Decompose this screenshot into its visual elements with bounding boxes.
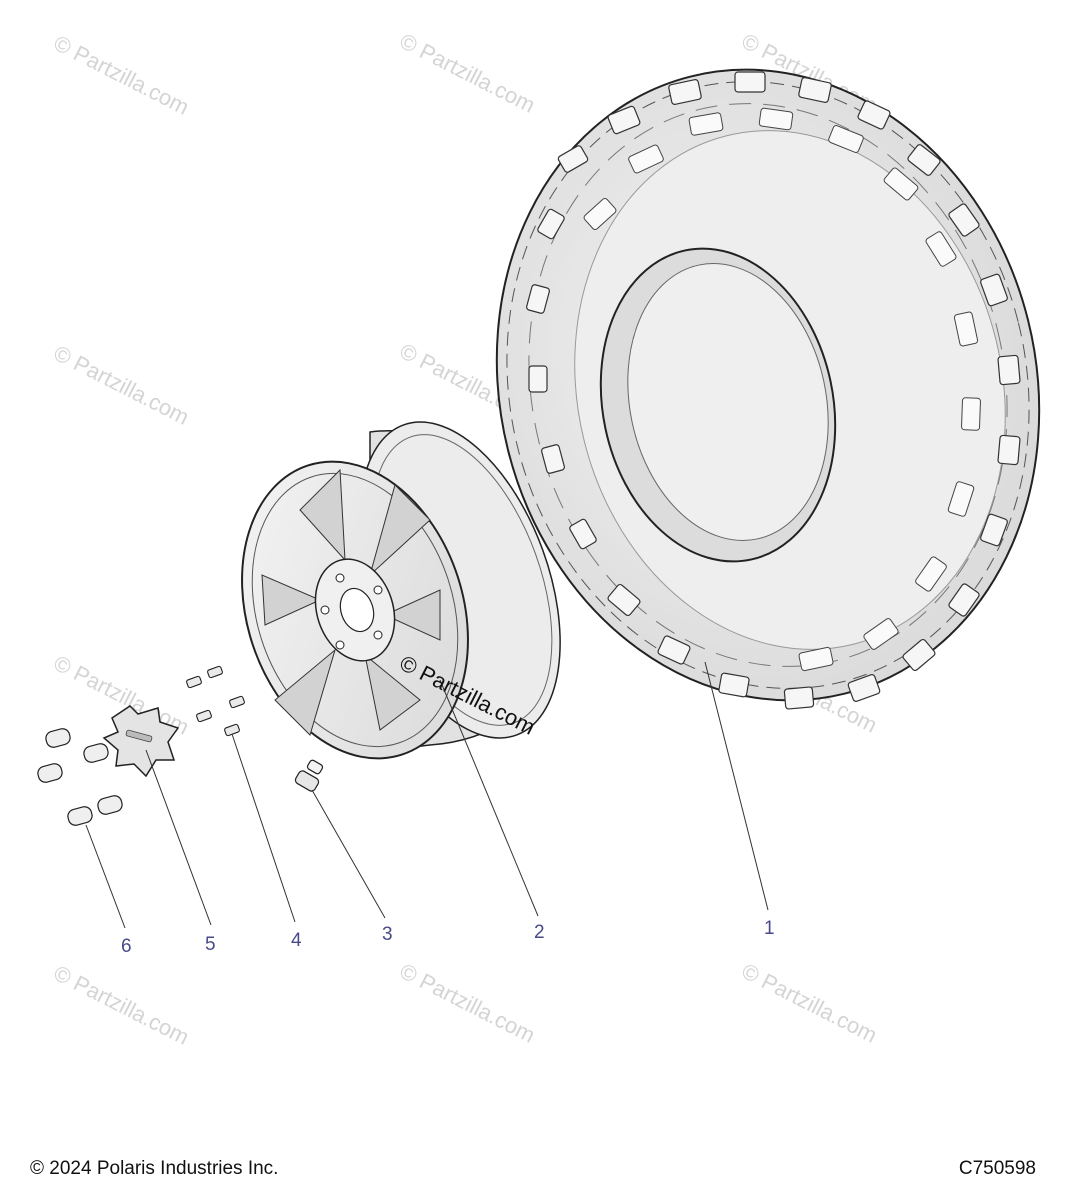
callout-5: 5 xyxy=(205,934,216,955)
diagram-code: C750598 xyxy=(958,1158,1036,1179)
watermark: © Partzilla.com xyxy=(396,958,539,1048)
watermark: © Partzilla.com xyxy=(50,340,193,430)
copyright-text: © 2024 Polaris Industries Inc. xyxy=(30,1158,279,1179)
leader-lines xyxy=(85,661,769,929)
wheel-rim xyxy=(241,421,561,760)
watermark: © Partzilla.com xyxy=(50,30,193,120)
callout-6: 6 xyxy=(121,936,132,957)
callout-3: 3 xyxy=(382,924,393,945)
callout-4: 4 xyxy=(291,930,302,951)
watermark: © Partzilla.com xyxy=(738,958,881,1048)
watermark: © Partzilla.com xyxy=(396,28,539,118)
hub-screw xyxy=(186,665,245,737)
valve-stem xyxy=(294,759,324,792)
callout-1: 1 xyxy=(764,918,775,939)
watermark: © Partzilla.com xyxy=(50,960,193,1050)
tire xyxy=(495,68,1041,710)
lug-nut xyxy=(37,728,123,826)
center-cap xyxy=(102,705,180,778)
callout-2: 2 xyxy=(534,922,545,943)
